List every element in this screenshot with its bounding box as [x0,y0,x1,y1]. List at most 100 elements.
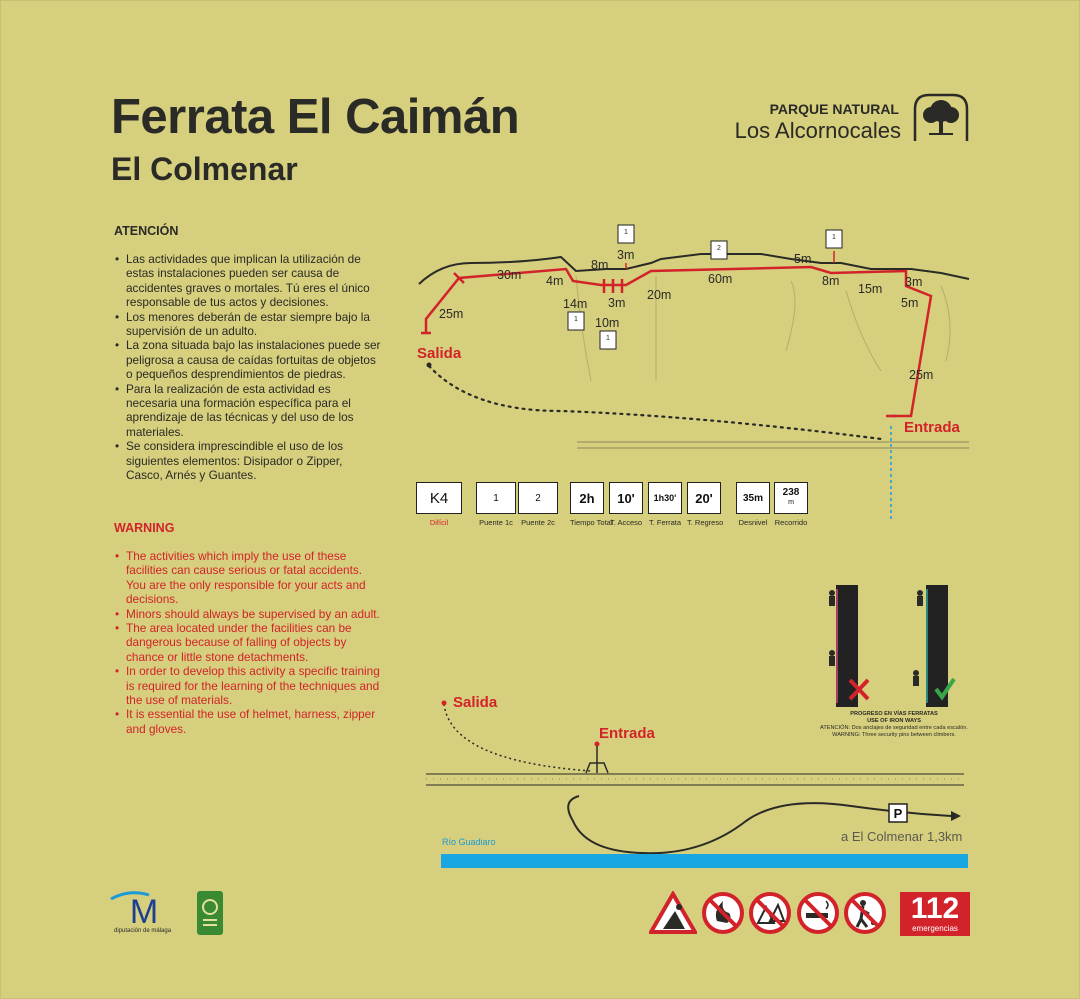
legend-caption: Recorrido [774,518,808,527]
segment-label: 60m [708,272,732,286]
legend-item: 238 m Recorrido [774,482,808,527]
segment-label: 8m [591,258,608,272]
bridge-badge: 1 [825,229,843,249]
attention-list: Las actividades que implican la utilizac… [115,252,381,483]
legend-value: 20' [687,482,721,514]
emergency-badge: 112 emergencias [900,892,970,936]
legend-value: 10' [609,482,643,514]
legend-item: K4 Difícil [416,482,462,527]
warning-item: In order to develop this activity a spec… [115,664,381,707]
legend-value: 35m [736,482,770,514]
legend-caption: T. Acceso [609,518,643,527]
legend-item: 2h Tiempo Total [570,482,613,527]
bridge-badge: 1 [567,311,585,331]
segment-label: 25m [909,368,933,382]
svg-text:1: 1 [624,229,628,236]
segment-label: 8m [822,274,839,288]
iron-ways-illustration [829,585,956,707]
segment-label: 3m [905,275,922,289]
bridge-badge: 1 [599,330,617,350]
segment-label: 4m [546,274,563,288]
segment-label: 25m [439,307,463,321]
direction-label: a El Colmenar 1,3km [841,829,963,844]
park-label-top: PARQUE NATURAL [769,101,899,117]
legend-caption: T. Regreso [687,518,724,527]
river-label: Río Guadiaro [442,837,496,847]
legend-value: 2 [518,482,558,514]
diputacion-logo: M [110,891,158,927]
svg-text:1: 1 [832,234,836,241]
warning-item: The activities which imply the use of th… [115,549,381,607]
legend-value: 2h [570,482,604,514]
segment-label: 3m [617,248,634,262]
access-exit-label: Salida [453,694,498,711]
warning-heading: WARNING [114,521,175,535]
segment-label: 20m [647,288,671,302]
svg-text:P: P [894,806,903,821]
attention-item: Para la realización de esta actividad es… [115,382,381,440]
exit-label: Salida [417,345,462,362]
attention-item: Los menores deberán de estar siempre baj… [115,310,381,339]
attention-item: Las actividades que implican la utilizac… [115,252,381,310]
legend-caption: T. Ferrata [648,518,682,527]
attention-item: La zona situada bajo las instalaciones p… [115,338,381,381]
warning-item: Minors should always be supervised by an… [115,607,381,622]
route-legend: K4 Difícil 1 Puente 1c 2 Puente 2c 2h Ti… [416,482,816,534]
park-label-name: Los Alcornocales [734,118,901,143]
falling-rocks-warning-icon [649,891,697,934]
legend-value: K4 [416,482,462,514]
no-littering-icon [844,892,886,934]
legend-item: 10' T. Acceso [609,482,643,527]
legend-item: 35m Desnivel [736,482,770,527]
legend-value: 1 [476,482,516,514]
segment-label: 5m [794,252,811,266]
page-subtitle: El Colmenar [111,151,298,187]
legend-value: 1h30' [648,482,682,514]
warning-item: The area located under the facilities ca… [115,621,381,664]
segment-label: 5m [901,296,918,310]
attention-item: Se considera imprescindible el uso de lo… [115,439,381,482]
warning-list: The activities which imply the use of th… [115,549,381,736]
warning-item: It is essential the use of helmet, harne… [115,707,381,736]
legend-caption: Puente 2c [521,518,555,527]
svg-text:1: 1 [606,335,610,342]
legend-caption: Difícil [429,518,449,527]
svg-text:2: 2 [717,245,721,252]
segment-label: 3m [608,296,625,310]
entry-label: Entrada [904,419,961,436]
no-smoking-icon [797,892,839,934]
svg-text:1: 1 [574,316,578,323]
legend-caption: Tiempo Total [570,518,613,527]
emergency-label: emergencias [912,924,958,933]
bridge-badge: 2 [710,240,728,260]
attention-heading: ATENCIÓN [114,224,179,238]
legend-caption: Puente 1c [479,518,513,527]
parking-icon: P [888,803,908,823]
bridge-badge: 1 [617,224,635,244]
segment-label: 14m [563,297,587,311]
legend-item: 20' T. Regreso [687,482,724,527]
legend-item: 1h30' T. Ferrata [648,482,682,527]
segment-label: 30m [497,268,521,282]
no-camping-icon [749,892,791,934]
segment-label: 10m [595,316,619,330]
junta-logo [197,891,223,935]
access-entry-label: Entrada [599,725,656,742]
legend-item: 1 Puente 1c [476,482,516,527]
emergency-number: 112 [910,892,960,925]
legend-item: 2 Puente 2c [518,482,558,527]
legend-caption: Desnivel [738,518,768,527]
page-title: Ferrata El Caimán [111,90,520,144]
incorrect-cross-icon [848,678,870,701]
diputacion-caption: diputación de málaga [114,928,172,934]
cork-oak-logo [913,93,969,141]
iron-ways-caption: PROGRESO EN VÍAS FERRATAS USE OF IRON WA… [820,711,968,738]
correct-check-icon [934,677,956,701]
legend-value: 238 m [774,482,808,514]
segment-label: 15m [858,282,882,296]
svg-text:M: M [130,893,158,927]
no-fire-icon [702,892,744,934]
